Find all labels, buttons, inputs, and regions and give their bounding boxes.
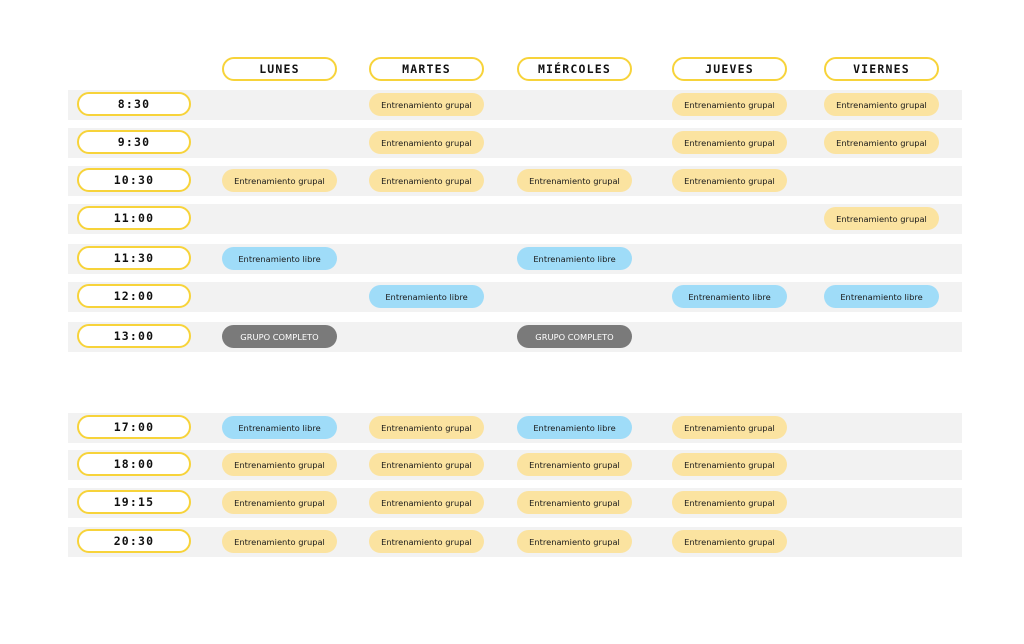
session-grupal[interactable]: Entrenamiento grupal	[369, 416, 484, 439]
schedule-row: 19:15 Entrenamiento grupal Entrenamiento g…	[68, 488, 962, 518]
schedule-row: 12:00 Entrenamiento libre Entrenamiento li…	[68, 282, 962, 312]
schedule-row: 10:30 Entrenamiento grupal Entrenamiento g…	[68, 166, 962, 196]
session-grupal[interactable]: Entrenamiento grupal	[369, 491, 484, 514]
session-libre[interactable]: Entrenamiento libre	[517, 416, 632, 439]
schedule-row: 11:30 Entrenamiento libre Entrenamiento li…	[68, 244, 962, 274]
time-slot-label: 8:30	[77, 92, 191, 116]
session-grupal[interactable]: Entrenamiento grupal	[222, 453, 337, 476]
session-grupal[interactable]: Entrenamiento grupal	[369, 530, 484, 553]
time-slot-label: 10:30	[77, 168, 191, 192]
session-libre[interactable]: Entrenamiento libre	[824, 285, 939, 308]
session-grupal[interactable]: Entrenamiento grupal	[672, 530, 787, 553]
session-grupal[interactable]: Entrenamiento grupal	[672, 169, 787, 192]
session-grupal[interactable]: Entrenamiento grupal	[824, 207, 939, 230]
session-completo[interactable]: GRUPO COMPLETO	[222, 325, 337, 348]
day-header-1: MARTES	[369, 57, 484, 81]
session-grupal[interactable]: Entrenamiento grupal	[517, 530, 632, 553]
day-header-3: JUEVES	[672, 57, 787, 81]
schedule-row: 8:30 Entrenamiento grupal Entrenamiento gr…	[68, 90, 962, 120]
session-grupal[interactable]: Entrenamiento grupal	[672, 491, 787, 514]
schedule-row: 11:00 Entrenamiento grupal	[68, 204, 962, 234]
session-grupal[interactable]: Entrenamiento grupal	[517, 491, 632, 514]
schedule-row: 9:30 Entrenamiento grupal Entrenamiento gr…	[68, 128, 962, 158]
session-grupal[interactable]: Entrenamiento grupal	[672, 453, 787, 476]
session-completo[interactable]: GRUPO COMPLETO	[517, 325, 632, 348]
session-grupal[interactable]: Entrenamiento grupal	[369, 453, 484, 476]
day-header-4: VIERNES	[824, 57, 939, 81]
time-slot-label: 9:30	[77, 130, 191, 154]
time-slot-label: 19:15	[77, 490, 191, 514]
time-slot-label: 12:00	[77, 284, 191, 308]
session-libre[interactable]: Entrenamiento libre	[222, 416, 337, 439]
session-grupal[interactable]: Entrenamiento grupal	[369, 131, 484, 154]
session-grupal[interactable]: Entrenamiento grupal	[222, 530, 337, 553]
schedule-row: 20:30 Entrenamiento grupal Entrenamiento g…	[68, 527, 962, 557]
time-slot-label: 17:00	[77, 415, 191, 439]
session-libre[interactable]: Entrenamiento libre	[672, 285, 787, 308]
time-slot-label: 20:30	[77, 529, 191, 553]
session-grupal[interactable]: Entrenamiento grupal	[222, 491, 337, 514]
session-grupal[interactable]: Entrenamiento grupal	[672, 131, 787, 154]
session-grupal[interactable]: Entrenamiento grupal	[517, 453, 632, 476]
schedule-row: 17:00 Entrenamiento libre Entrenamiento gr…	[68, 413, 962, 443]
session-libre[interactable]: Entrenamiento libre	[517, 247, 632, 270]
session-grupal[interactable]: Entrenamiento grupal	[672, 416, 787, 439]
schedule-row: 13:00 GRUPO COMPLETO GRUPO COMPLETO	[68, 322, 962, 352]
session-libre[interactable]: Entrenamiento libre	[369, 285, 484, 308]
schedule-row: 18:00 Entrenamiento grupal Entrenamiento g…	[68, 450, 962, 480]
session-grupal[interactable]: Entrenamiento grupal	[824, 131, 939, 154]
session-grupal[interactable]: Entrenamiento grupal	[369, 169, 484, 192]
session-grupal[interactable]: Entrenamiento grupal	[369, 93, 484, 116]
time-slot-label: 11:00	[77, 206, 191, 230]
session-grupal[interactable]: Entrenamiento grupal	[824, 93, 939, 116]
session-grupal[interactable]: Entrenamiento grupal	[517, 169, 632, 192]
day-header-0: LUNES	[222, 57, 337, 81]
session-grupal[interactable]: Entrenamiento grupal	[672, 93, 787, 116]
session-libre[interactable]: Entrenamiento libre	[222, 247, 337, 270]
time-slot-label: 13:00	[77, 324, 191, 348]
time-slot-label: 18:00	[77, 452, 191, 476]
session-grupal[interactable]: Entrenamiento grupal	[222, 169, 337, 192]
day-header-2: MIÉRCOLES	[517, 57, 632, 81]
time-slot-label: 11:30	[77, 246, 191, 270]
